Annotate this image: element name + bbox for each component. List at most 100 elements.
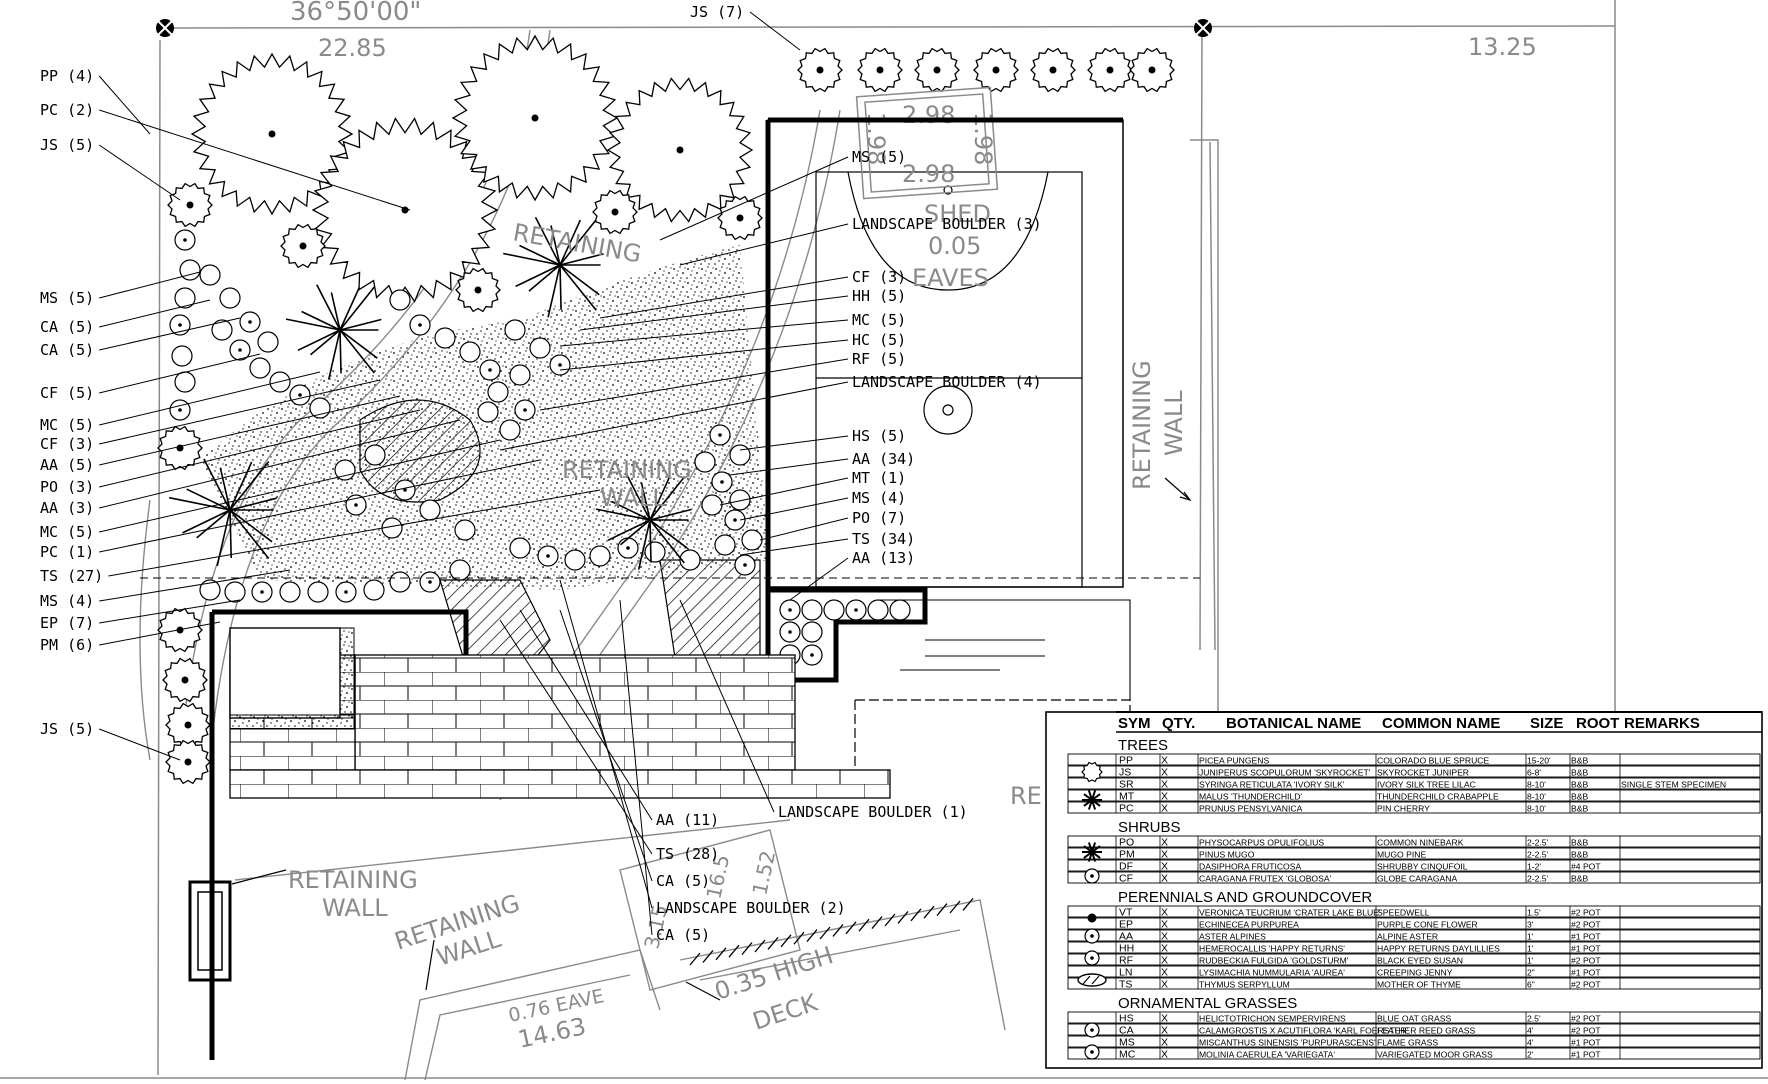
callout-left-6: CA (5): [40, 341, 94, 359]
leader-bottom-1: [519, 609, 653, 821]
schedule-cell: #1 POT: [1571, 944, 1601, 954]
schedule-cell: 6-8': [1527, 768, 1541, 778]
shrub-3: [174, 287, 196, 309]
survey-marker-left: [156, 19, 174, 37]
schedule-cell: X: [1161, 849, 1168, 861]
shrub-dot-25: [558, 363, 562, 367]
shrub-dot-31: [718, 433, 722, 437]
shrub-symbols: [169, 229, 911, 666]
right-wall-arrowhead: [1179, 491, 1192, 502]
shrub-dot-13: [238, 348, 242, 352]
schedule-cell: DASIPHORA FRUTICOSA: [1199, 862, 1301, 872]
callout-right-7: HC (5): [852, 331, 906, 349]
eaves-label: EAVES: [912, 264, 989, 292]
schedule-cell: B&B: [1571, 874, 1588, 884]
legend-deciduous-icon: [1082, 790, 1102, 810]
callout-left-17: EP (7): [40, 614, 94, 632]
schedule-cell: 15-20': [1527, 756, 1551, 766]
shrub-9: [219, 287, 241, 309]
shrub-dot-49: [428, 580, 432, 584]
leader-left-10: [99, 395, 401, 466]
callout-left-7: CF (5): [40, 384, 94, 402]
leader-left-5: [99, 299, 211, 328]
schedule-cell: X: [1161, 1049, 1168, 1061]
leader-right-14: [759, 517, 849, 541]
schedule-row-box: [1067, 1023, 1761, 1036]
leader-left-2: [99, 109, 411, 211]
schedule-cell: SYRINGA RETICULATA 'IVORY SILK': [1199, 780, 1345, 790]
juniper-top-1-center: [816, 66, 824, 74]
shrub-62: [867, 599, 889, 621]
schedule-row-box: [1067, 871, 1761, 884]
schedule-header-3: BOTANICAL NAME: [1226, 715, 1361, 732]
schedule-cell: B&B: [1571, 756, 1588, 766]
schedule-cell: PURPLE CONE FLOWER: [1377, 920, 1478, 930]
schedule-cell: X: [1161, 919, 1168, 931]
shrub-42: [224, 581, 246, 603]
leader-right-13: [739, 497, 849, 521]
leader-right-7: [559, 339, 849, 371]
retaining-wall-box: [188, 880, 232, 982]
schedule-cell: B&B: [1571, 768, 1588, 778]
callout-bottom-1: AA (11): [656, 811, 719, 829]
paver-patio: [229, 599, 1131, 799]
shrub-69: [364, 444, 386, 466]
callout-bottom-2: LANDSCAPE BOULDER (1): [778, 803, 968, 821]
plant-callouts: PP (4)PC (2)JS (5)MS (5)CA (5)CA (5)CF (…: [40, 3, 1042, 944]
schedule-cell: MT: [1119, 791, 1135, 803]
schedule-cell: X: [1161, 943, 1168, 955]
shrub-dot-4: [178, 323, 182, 327]
schedule-row-box: [1067, 789, 1761, 802]
schedule-cell: COMMON NINEBARK: [1377, 838, 1464, 848]
callout-left-2: PC (2): [40, 101, 94, 119]
schedule-cell: B&B: [1571, 780, 1588, 790]
schedule-cell: #1 POT: [1571, 968, 1601, 978]
callout-right-6: MC (5): [852, 311, 906, 329]
juniper-mid-4-center: [474, 286, 482, 294]
callout-right-9: LANDSCAPE BOULDER (4): [852, 373, 1042, 391]
legend-creeping-jenny-icon-hatch: [1082, 975, 1100, 985]
schedule-cell: 1.5': [1527, 908, 1541, 918]
shrub-53: [564, 549, 586, 571]
leader-right-3: [679, 223, 849, 266]
schedule-row-box: [1067, 1011, 1761, 1024]
shed-eaves-dim: 0.05: [928, 232, 981, 260]
schedule-cell: MOTHER OF THYME: [1377, 980, 1461, 990]
schedule-cell: MOLINIA CAERULEA 'VARIEGATA': [1199, 1050, 1335, 1060]
callout-left-15: TS (27): [40, 567, 103, 585]
shrub-dot-10: [248, 320, 252, 324]
schedule-section-1: TREES: [1118, 737, 1168, 754]
juniper-top-3-center: [933, 66, 941, 74]
shrub-44: [279, 581, 301, 603]
schedule-cell: VARIEGATED MOOR GRASS: [1377, 1050, 1493, 1060]
shed-width-label-2: 2.98: [902, 160, 955, 188]
leader-left-13: [99, 439, 501, 533]
callout-right-10: HS (5): [852, 427, 906, 445]
shrub-dot-64: [788, 630, 792, 634]
shrub-68: [334, 459, 356, 481]
leader-right-11: [729, 458, 849, 476]
schedule-cell: X: [1161, 803, 1168, 815]
schedule-header-1: SYM: [1118, 715, 1151, 732]
shrub-51: [509, 537, 531, 559]
juniper-left-1-center: [186, 201, 194, 209]
shrub-dot-46: [344, 590, 348, 594]
callout-right-3: LANDSCAPE BOULDER (3): [852, 215, 1042, 233]
schedule-cell: X: [1161, 767, 1168, 779]
shrub-8: [199, 264, 221, 286]
house-outline: [234, 819, 1006, 1081]
shrub-38: [741, 529, 763, 551]
dim-152-label: 1.52: [747, 848, 780, 897]
schedule-cell: 3': [1527, 920, 1534, 930]
callout-right-5: HH (5): [852, 287, 906, 305]
schedule-cell: 1': [1527, 944, 1534, 954]
schedule-cell: PICEA PUNGENS: [1199, 756, 1269, 766]
callout-left-16: MS (4): [40, 592, 94, 610]
schedule-cell: PRUNUS PENSYLVANICA: [1199, 804, 1303, 814]
shrub-20: [434, 327, 456, 349]
schedule-row-box: [1067, 965, 1761, 978]
shrub-32: [729, 444, 751, 466]
shrub-dot-40: [743, 563, 747, 567]
schedule-cell: B&B: [1571, 838, 1588, 848]
